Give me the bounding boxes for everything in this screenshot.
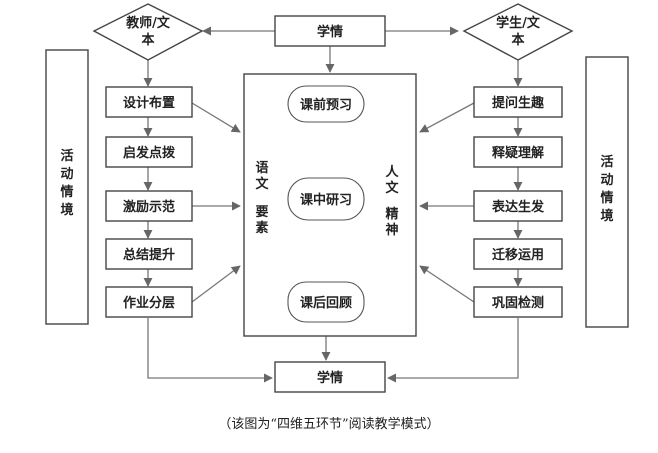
left-activity-context-panel: 活 动 情 境 — [45, 49, 89, 325]
top-learning-situation-box: 学情 — [274, 15, 386, 47]
chinese-elements-char-1: 语 — [255, 161, 268, 176]
teacher-text-line-2: 本 — [141, 32, 154, 48]
center-stage-1: 课前预习 — [300, 97, 352, 113]
right-student-steps: 提问生趣 释疑理解 表达生发 迁移运用 巩固检测 — [473, 86, 563, 318]
humanistic-spirit-char-2: 文 — [385, 180, 399, 196]
chinese-elements-char-3: 要 — [255, 205, 268, 220]
right-step-3: 表达生发 — [491, 199, 545, 215]
center-learning-panel: 课前预习 课中研习 课后回顾 语 文 要 素 人 文 精 神 — [243, 73, 417, 337]
bottom-learning-situation-label: 学情 — [317, 370, 343, 386]
left-panel-char-4: 境 — [60, 202, 73, 218]
right-panel-char-1: 活 — [600, 154, 613, 170]
left-step-3: 激励示范 — [123, 199, 175, 215]
left-panel-char-1: 活 — [60, 148, 73, 164]
chinese-elements-char-2: 文 — [255, 176, 269, 192]
right-step-2: 释疑理解 — [492, 145, 544, 161]
right-step-1: 提问生趣 — [492, 95, 545, 111]
student-text-line-1: 学生/文 — [496, 15, 541, 31]
teacher-text-diamond: 教师/文 本 — [92, 3, 204, 61]
center-stage-2: 课中研习 — [300, 192, 352, 208]
left-step-4: 总结提升 — [123, 247, 175, 263]
left-step-2: 启发点拨 — [123, 145, 176, 161]
humanistic-spirit-char-4: 神 — [385, 222, 398, 238]
humanistic-spirit-char-1: 人 — [385, 164, 399, 180]
right-panel-char-2: 动 — [600, 173, 613, 188]
bottom-learning-situation-box: 学情 — [274, 361, 386, 393]
left-panel-char-3: 情 — [60, 184, 73, 200]
diagram-caption: （该图为“四维五环节”阅读教学模式） — [218, 416, 439, 432]
humanistic-spirit-char-3: 精 — [385, 206, 398, 222]
center-stage-3: 课后回顾 — [300, 295, 352, 311]
left-teacher-steps: 设计布置 启发点拨 激励示范 总结提升 作业分层 — [105, 86, 193, 318]
left-panel-char-2: 动 — [60, 167, 73, 182]
right-step-5: 巩固检测 — [492, 295, 544, 311]
left-step-5: 作业分层 — [123, 295, 175, 311]
top-learning-situation-label: 学情 — [317, 24, 343, 40]
right-activity-context-panel: 活 动 情 境 — [585, 56, 629, 328]
chinese-elements-char-4: 素 — [255, 220, 268, 236]
right-panel-char-3: 情 — [600, 190, 613, 206]
student-text-line-2: 本 — [511, 32, 524, 48]
right-step-4: 迁移运用 — [492, 247, 544, 263]
student-text-diamond: 学生/文 本 — [462, 3, 574, 61]
right-panel-char-4: 境 — [600, 208, 613, 224]
connectors — [143, 26, 523, 383]
left-step-1: 设计布置 — [123, 95, 175, 111]
teacher-text-line-1: 教师/文 — [125, 15, 171, 31]
